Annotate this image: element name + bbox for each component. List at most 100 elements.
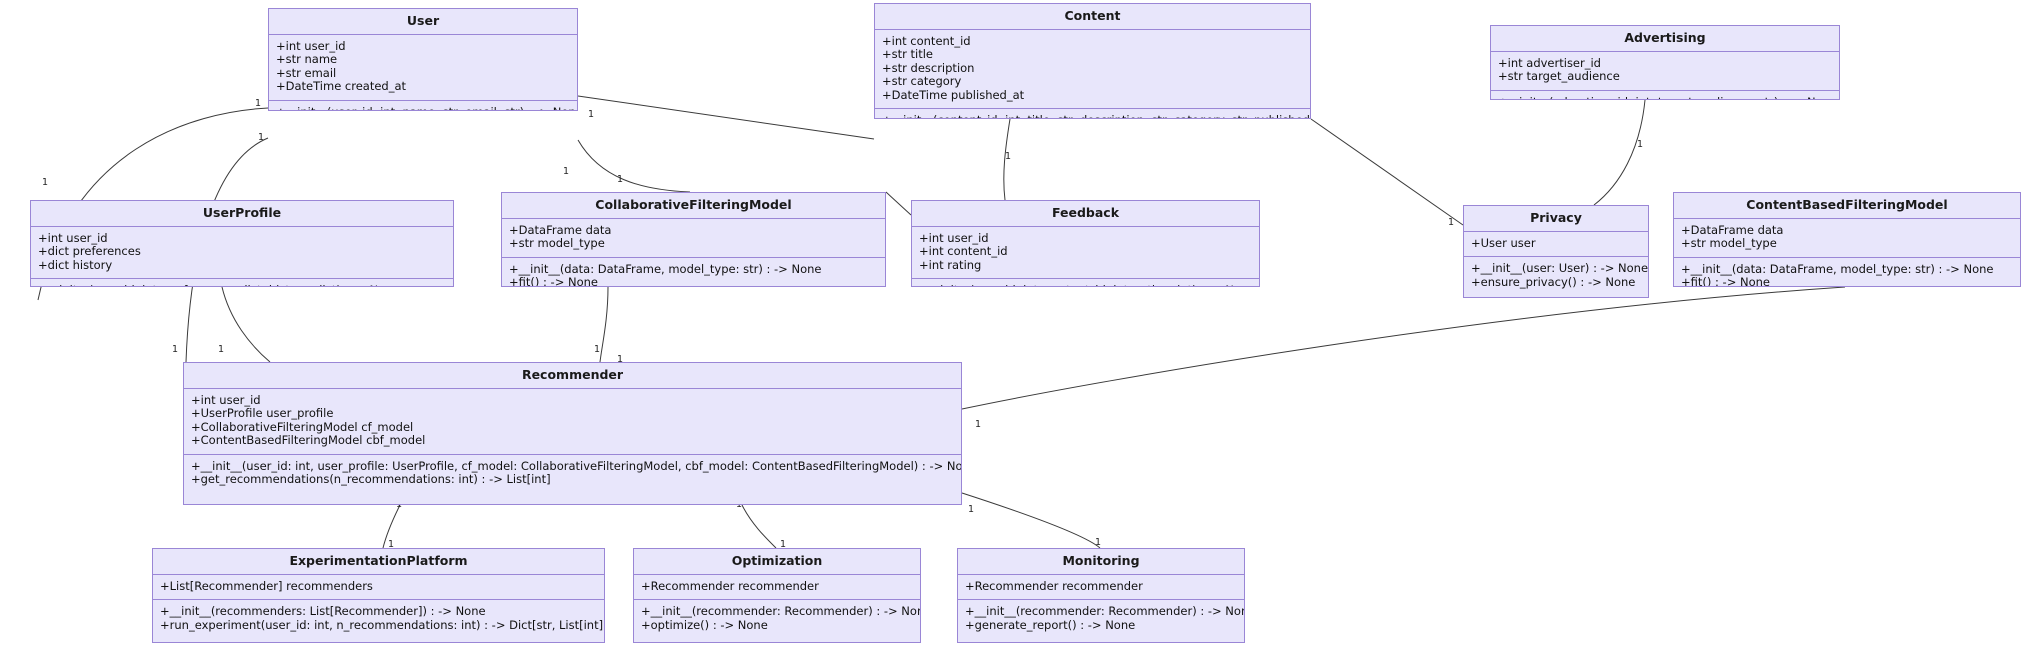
association-collaborativefilteringmodel-recommender (599, 286, 609, 363)
class-method: +__init__(content_id: int, title: str, d… (882, 114, 1310, 118)
multiplicity-label: 1 (780, 539, 787, 550)
class-attribute: +DataFrame data (509, 222, 612, 237)
class-method: +__init__(user: User) : -> None (1471, 261, 1649, 276)
uml-class-content[interactable]: Content+int content_id+str title+str des… (874, 3, 1311, 119)
class-name-experimentationplatform: ExperimentationPlatform (153, 549, 604, 575)
uml-class-optimization[interactable]: Optimization +Recommender recommender +__i… (633, 548, 921, 643)
class-attribute: +ContentBasedFilteringModel cbf_model (191, 433, 426, 448)
attribute-compartment: +List[Recommender] recommenders (153, 575, 604, 601)
multiplicity-label: 1 (617, 174, 624, 185)
class-name-contentbasedfilteringmodel: ContentBasedFilteringModel (1674, 193, 2020, 219)
uml-class-advertising[interactable]: Advertising+int advertiser_id+str target… (1490, 25, 1840, 100)
class-attribute: +DateTime published_at (882, 87, 1025, 102)
association-contentbasedfilteringmodel-recommender (961, 286, 1846, 410)
class-method: +ensure_privacy() : -> None (1471, 274, 1636, 289)
uml-class-experimentationplatform[interactable]: ExperimentationPlatform +List[Recommender… (152, 548, 605, 643)
class-attribute: +List[Recommender] recommenders (160, 578, 373, 593)
association-content-privacy (1310, 118, 1464, 226)
class-attribute: +DataFrame data (1681, 222, 1784, 237)
association-recommender-optimization (741, 504, 777, 549)
class-method: +run_experiment(user_id: int, n_recommen… (160, 617, 605, 632)
method-compartment: +__init__(user_id: int, user_profile: Us… (184, 455, 961, 493)
class-method: +generate_report() : -> None (965, 617, 1136, 632)
attribute-compartment: +DataFrame data+str model_type (1674, 219, 2020, 258)
class-attribute: +CollaborativeFilteringModel cf_model (191, 419, 414, 434)
uml-class-contentbasedfilteringmodel[interactable]: ContentBasedFilteringModel+DataFrame dat… (1673, 192, 2021, 287)
class-attribute: +str email (276, 65, 337, 80)
method-compartment: +__init__(recommender: Recommender) : ->… (634, 600, 920, 638)
class-name-optimization: Optimization (634, 549, 920, 575)
uml-class-monitoring[interactable]: Monitoring+Recommender recommender+__ini… (957, 548, 1245, 643)
class-attribute: +int user_id (276, 38, 346, 53)
multiplicity-label: 1 (1005, 151, 1012, 162)
class-attribute: +int user_id (38, 230, 108, 245)
association-user-collaborativefilteringmodel (577, 139, 691, 193)
class-attribute: +str description (882, 60, 975, 75)
attribute-compartment: +Recommender recommender (634, 575, 920, 601)
class-method: +__init__(recommender: Recommender) : ->… (641, 604, 921, 619)
class-method: +__init__(user_id: int, content_id: int,… (919, 284, 1255, 286)
multiplicity-label: 1 (172, 344, 179, 355)
multiplicity-label: 1 (258, 132, 265, 143)
uml-class-user[interactable]: User+int user_id+str name+str email+Date… (268, 8, 578, 111)
association-collaborativefilteringmodel-feedback (885, 191, 912, 216)
method-compartment: +__init__(user_id: int, name: str, email… (269, 101, 577, 110)
method-compartment: +__init__(data: DataFrame, model_type: s… (1674, 258, 2020, 287)
class-method: +optimize() : -> None (641, 617, 768, 632)
attribute-compartment: +int advertiser_id+str target_audience (1491, 52, 1839, 91)
attribute-compartment: +int user_id+dict preferences+dict histo… (31, 227, 453, 280)
class-name-user: User (269, 9, 577, 35)
class-attribute: +User user (1471, 235, 1536, 250)
class-attribute: +int rating (919, 257, 982, 272)
class-method: +fit() : -> None (1681, 275, 1770, 287)
uml-class-privacy[interactable]: Privacy +User user +__init__(user: User) :… (1463, 205, 1649, 298)
class-attribute: +str model_type (1681, 236, 1777, 251)
attribute-compartment: +User user (1464, 232, 1648, 258)
method-compartment: +__init__(recommenders: List[Recommender… (153, 600, 604, 638)
multiplicity-label: 1 (588, 109, 595, 120)
attribute-compartment: +int user_id+UserProfile user_profile+Co… (184, 389, 961, 455)
class-attribute: +int content_id (882, 33, 971, 48)
class-name-userprofile: UserProfile (31, 201, 453, 227)
uml-class-recommender[interactable]: Recommender+int user_id+UserProfile user… (183, 362, 962, 505)
class-attribute: +dict preferences (38, 244, 141, 259)
class-attribute: +str name (276, 52, 338, 67)
class-name-monitoring: Monitoring (958, 549, 1244, 575)
association-recommender-monitoring (961, 492, 1101, 549)
class-attribute: +Recommender recommender (641, 578, 819, 593)
multiplicity-label: 1 (255, 98, 262, 109)
uml-class-collaborativefilteringmodel[interactable]: CollaborativeFilteringModel +DataFrame da… (501, 192, 886, 287)
class-name-collaborativefilteringmodel: CollaborativeFilteringModel (502, 193, 885, 219)
multiplicity-label: 1 (1095, 537, 1102, 548)
multiplicity-label: 1 (218, 344, 225, 355)
class-attribute: +UserProfile user_profile (191, 406, 334, 421)
method-compartment: +__init__(user_id: int, content_id: int,… (912, 279, 1259, 286)
attribute-compartment: +int content_id+str title+str descriptio… (875, 30, 1310, 110)
attribute-compartment: +int user_id+str name+str email+DateTime… (269, 35, 577, 101)
method-compartment: +__init__(data: DataFrame, model_type: s… (502, 258, 885, 287)
uml-class-feedback[interactable]: Feedback+int user_id+int content_id+int … (911, 200, 1260, 287)
class-attribute: +int content_id (919, 244, 1008, 259)
class-attribute: +str model_type (509, 236, 605, 251)
multiplicity-label: 1 (1448, 217, 1455, 228)
class-method: +__init__(advertiser_id: int, target_aud… (1498, 95, 1837, 99)
association-user-content (577, 95, 875, 140)
attribute-compartment: +Recommender recommender (958, 575, 1244, 601)
uml-class-userprofile[interactable]: UserProfile+int user_id+dict preferences… (30, 200, 454, 287)
class-method: +__init__(recommenders: List[Recommender… (160, 604, 486, 619)
class-method: +fit() : -> None (509, 275, 598, 287)
class-attribute: +dict history (38, 257, 113, 272)
multiplicity-label: 1 (563, 166, 570, 177)
class-name-privacy: Privacy (1464, 206, 1648, 232)
method-compartment: +__init__(user: User) : -> None+ensure_p… (1464, 257, 1648, 295)
multiplicity-label: 1 (388, 539, 395, 550)
class-attribute: +int user_id (919, 230, 989, 245)
class-attribute: +str title (882, 47, 934, 62)
multiplicity-label: 1 (617, 354, 624, 365)
class-method: +__init__(user_id: int, user_profile: Us… (191, 458, 962, 473)
method-compartment: +__init__(recommender: Recommender) : ->… (958, 600, 1244, 638)
class-attribute: +DateTime created_at (276, 79, 407, 94)
class-method: +__init__(data: DataFrame, model_type: s… (509, 261, 822, 276)
class-method: +get_recommendations(n_recommendations: … (191, 472, 551, 487)
method-compartment: +__init__(user_id: int, preferences: dic… (31, 279, 453, 286)
